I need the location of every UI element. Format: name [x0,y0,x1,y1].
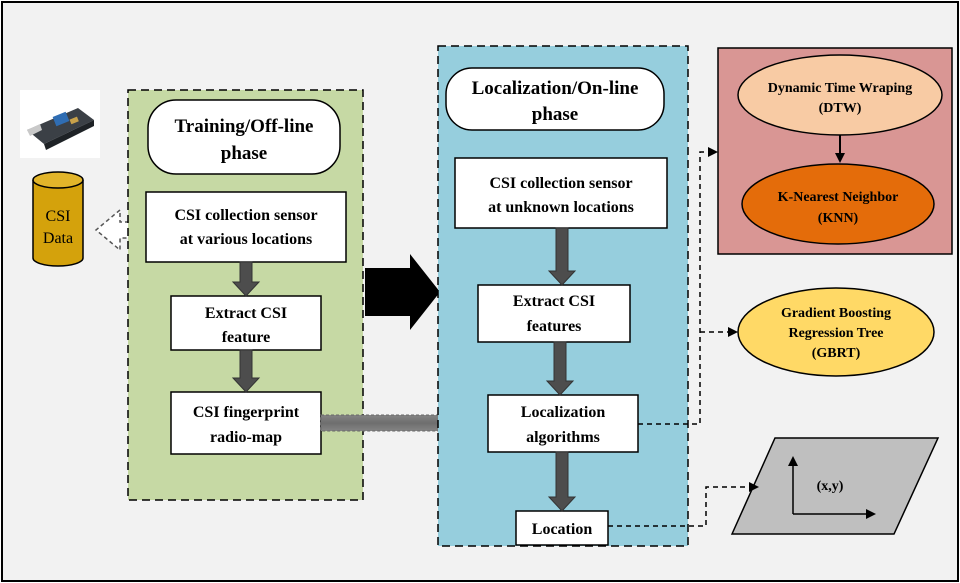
coordinate-plane-icon [730,437,940,535]
localization-phase-title-line1: Localization/On-line [472,78,639,99]
dtw-label-line1: Dynamic Time Wraping [768,81,912,96]
training-step-radiomap-box [170,391,322,455]
localization-step-collection-line1: CSI collection sensor [489,175,632,192]
knn-label-line1: K-Nearest Neighbor [778,190,899,205]
router-device-icon [20,90,100,158]
training-step-collection-box [145,191,347,263]
csi-data-label-line2: Data [43,230,73,247]
training-step-extract-box [170,295,322,351]
arrow-training-2 [231,349,261,393]
csi-data-label-line1: CSI [46,208,71,225]
training-step-radiomap-line1: CSI fingerprint [193,404,300,421]
training-phase-title-line2: phase [221,143,267,164]
localization-step-collection-box [454,157,668,229]
connector-algorithms-to-panel [638,147,718,425]
gbrt-label-line1: Gradient Boosting [781,306,891,321]
gbrt-node [737,287,935,377]
training-phase-title-box [147,99,341,175]
knn-node [741,163,935,245]
dtw-label-line2: (DTW) [819,101,862,116]
localization-phase-title-box [445,67,665,131]
training-step-collection-line2: at various locations [180,231,312,248]
localization-step-algorithms-line2: algorithms [526,429,600,446]
phase-transition-arrow [365,254,440,330]
arrow-training-1 [231,261,261,297]
database-icon [32,171,84,267]
arrow-localization-2 [545,341,575,396]
localization-step-location-label: Location [532,521,593,538]
localization-step-collection-line2: at unknown locations [488,199,634,216]
localization-step-algorithms-line1: Localization [521,404,606,421]
training-step-radiomap-line2: radio-map [210,429,282,446]
localization-step-algorithms-box [487,394,639,453]
localization-step-extract-line1: Extract CSI [513,293,595,310]
gbrt-label-line2: Regression Tree [788,326,883,341]
connector-location-to-plane [608,482,759,527]
training-step-collection-line1: CSI collection sensor [174,207,317,224]
training-step-extract-line1: Extract CSI [205,305,287,322]
coordinate-label: (x,y) [817,479,844,494]
knn-label-line2: (KNN) [818,211,859,226]
gbrt-label-line3: (GBRT) [812,346,861,361]
training-step-extract-line2: feature [222,329,271,346]
training-phase-title-line1: Training/Off-line [175,116,314,137]
arrow-localization-1 [547,227,577,286]
localization-step-extract-box [477,284,631,343]
localization-phase-title-line2: phase [532,104,578,125]
localization-step-location-box [515,510,609,546]
localization-step-extract-line2: features [527,318,582,335]
arrow-localization-3 [547,451,577,512]
